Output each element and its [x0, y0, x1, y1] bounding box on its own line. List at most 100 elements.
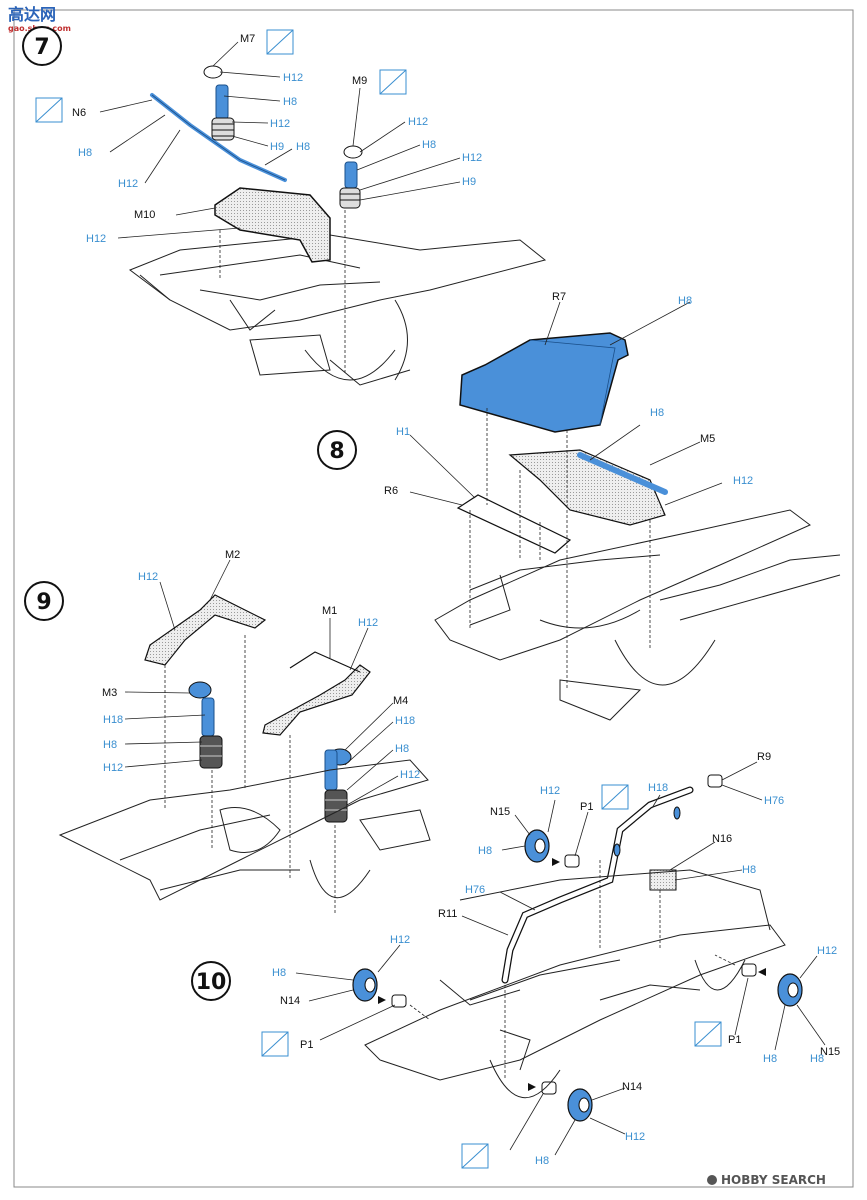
paint-code: H12	[103, 762, 123, 774]
part-r9-end	[707, 774, 723, 788]
no-glue-icon	[266, 29, 294, 55]
paint-code: H8	[678, 295, 692, 307]
paint-code: H9	[462, 176, 476, 188]
paint-code: H18	[648, 782, 668, 794]
part-label: N15	[490, 806, 510, 818]
no-glue-icon	[35, 97, 63, 123]
paint-code: H12	[283, 72, 303, 84]
part-p1-cap	[391, 994, 407, 1008]
arrow-icon	[378, 996, 386, 1004]
paint-code: H8	[296, 141, 310, 153]
paint-code: H8	[283, 96, 297, 108]
part-label: R6	[384, 485, 398, 497]
part-label: M3	[102, 687, 117, 699]
part-m3-shock	[188, 681, 223, 769]
part-m1-arm	[262, 664, 371, 736]
bar-bushing	[613, 843, 621, 857]
paint-code: H9	[270, 141, 284, 153]
part-label: M4	[393, 695, 408, 707]
step-badge	[24, 581, 64, 621]
part-m5-crossmember	[508, 449, 666, 526]
part-m9-shock	[339, 145, 363, 209]
svg-text:HOBBY SEARCH: HOBBY SEARCH	[721, 1173, 826, 1187]
paint-code: H12	[118, 178, 138, 190]
part-m5-rod	[577, 452, 668, 495]
paint-code: H8	[103, 739, 117, 751]
part-label: R7	[552, 291, 566, 303]
arrow-icon	[758, 968, 766, 976]
paint-code: H8	[763, 1053, 777, 1065]
step-number: 10	[196, 970, 227, 995]
bar-bushing	[673, 806, 681, 820]
chassis-drawing	[364, 869, 786, 1098]
part-r7-panel	[459, 332, 629, 433]
part-m10-bracket	[214, 187, 331, 263]
part-p1-cap	[541, 1081, 557, 1095]
paint-code: H12	[462, 152, 482, 164]
paint-code: H12	[817, 945, 837, 957]
paint-code: H18	[103, 714, 123, 726]
part-m7-shock	[203, 65, 235, 141]
part-p1-cap	[741, 963, 757, 977]
part-label: N6	[72, 107, 86, 119]
no-glue-icon	[694, 1021, 722, 1047]
part-label: M1	[322, 605, 337, 617]
page-border	[13, 9, 854, 1188]
part-label: P1	[728, 1034, 741, 1046]
part-label: N14	[622, 1081, 642, 1093]
step-10: 10	[191, 751, 840, 1169]
paint-code: H12	[358, 617, 378, 629]
arrow-icon	[552, 858, 560, 866]
no-glue-icon	[601, 784, 629, 810]
step-number: 8	[329, 439, 344, 464]
part-m2-arm	[144, 594, 267, 666]
part-label: P1	[300, 1039, 313, 1051]
paint-code: H12	[540, 785, 560, 797]
part-n15-hub	[524, 829, 550, 863]
paint-code: H8	[535, 1155, 549, 1167]
part-label: M2	[225, 549, 240, 561]
paint-code: H12	[138, 571, 158, 583]
part-label: R11	[438, 908, 457, 920]
part-label: N15	[820, 1046, 840, 1058]
part-label: N16	[712, 833, 732, 845]
part-label: M5	[700, 433, 715, 445]
part-label: R9	[757, 751, 771, 763]
paint-code: H8	[810, 1053, 824, 1065]
paint-code: H8	[478, 845, 492, 857]
paint-code: H12	[86, 233, 106, 245]
part-label: M10	[134, 209, 155, 221]
part-p1-cap	[564, 854, 580, 868]
paint-code: H76	[764, 795, 784, 807]
paint-code: H76	[465, 884, 485, 896]
no-glue-icon	[261, 1031, 289, 1057]
paint-code: H12	[408, 116, 428, 128]
part-label: P1	[580, 801, 593, 813]
chassis-drawing	[128, 234, 547, 386]
step-number: 7	[34, 35, 49, 60]
step-8: 8	[317, 291, 841, 721]
paint-code: H12	[390, 934, 410, 946]
part-n15-hub	[777, 973, 803, 1007]
paint-code: H8	[395, 743, 409, 755]
no-glue-icon	[379, 69, 407, 95]
part-r6-plate	[456, 494, 572, 554]
paint-code: H8	[650, 407, 664, 419]
step-badge	[317, 430, 357, 470]
paint-code: H12	[625, 1131, 645, 1143]
watermark-bottom: HOBBY SEARCH	[707, 1173, 826, 1187]
paint-code: H8	[422, 139, 436, 151]
paint-code: H8	[272, 967, 286, 979]
step-7: 7	[22, 26, 547, 386]
step-9: 9	[24, 549, 431, 915]
no-glue-icon	[461, 1143, 489, 1169]
paint-code: H8	[78, 147, 92, 159]
paint-code: H12	[270, 118, 290, 130]
svg-text:高达网: 高达网	[8, 5, 56, 24]
part-label: M9	[352, 75, 367, 87]
paint-code: H18	[395, 715, 415, 727]
paint-code: H1	[396, 426, 410, 438]
part-label: M7	[240, 33, 255, 45]
paint-code: H12	[733, 475, 753, 487]
